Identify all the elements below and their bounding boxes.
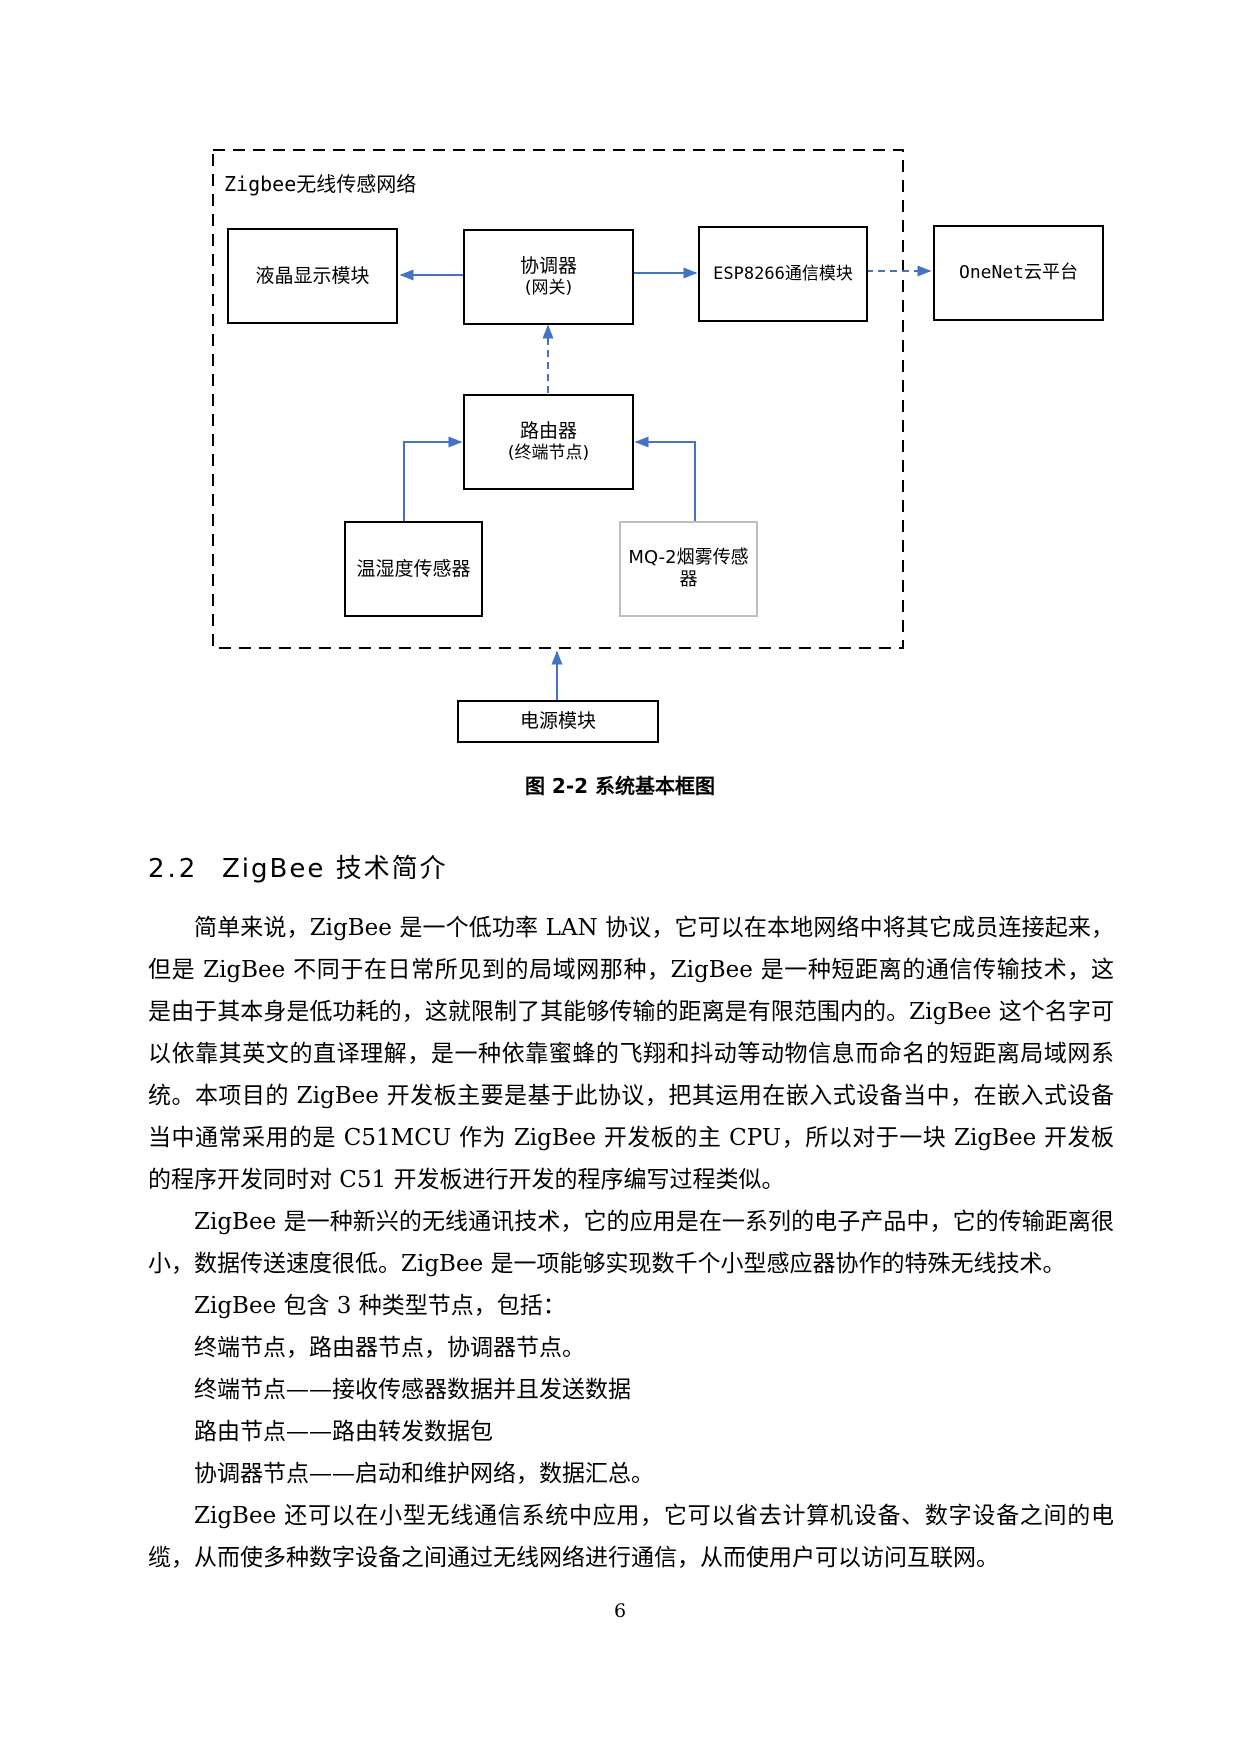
paragraph: 简单来说，ZigBee 是一个低功率 LAN 协议，它可以在本地网络中将其它成员… (148, 915, 1114, 1193)
lcd-display-module-label: 液晶显示模块 (255, 264, 370, 287)
section-title: ZigBee 技术简介 (222, 854, 448, 884)
end-node-label: (终端节点) (507, 443, 590, 464)
page-number: 6 (613, 1600, 627, 1622)
arrow-temp-to-router (403, 436, 463, 521)
section-number: 2.2 (148, 854, 199, 884)
paragraph: 终端节点，路由器节点，协调器节点。 (194, 1335, 585, 1361)
arrow-mq2-to-router (634, 436, 696, 521)
section-heading: 2.2 ZigBee 技术简介 (148, 848, 448, 885)
figure-caption: 图 2-2 系统基本框图 (524, 774, 716, 798)
coordinator-box: 协调器 (网关) (463, 229, 634, 325)
esp8266-module-label: ESP8266通信模块 (713, 263, 853, 284)
paragraph: 路由节点——路由转发数据包 (194, 1419, 493, 1445)
temp-humidity-sensor-box: 温湿度传感器 (344, 521, 483, 617)
onenet-cloud-box: OneNet云平台 (933, 225, 1104, 321)
paragraph: 协调器节点——启动和维护网络，数据汇总。 (194, 1461, 654, 1487)
coordinator-label: 协调器 (519, 255, 577, 278)
temp-humidity-sensor-label: 温湿度传感器 (356, 557, 471, 580)
router-label: 路由器 (519, 420, 577, 443)
power-module-box: 电源模块 (457, 700, 659, 743)
paragraph: 终端节点——接收传感器数据并且发送数据 (194, 1377, 631, 1403)
mq2-smoke-sensor-box: MQ-2烟雾传感器 (619, 521, 758, 617)
coordinator-label-wrap: 协调器 (网关) (520, 255, 577, 298)
paragraph: ZigBee 包含 3 种类型节点，包括： (194, 1293, 566, 1319)
system-block-diagram: Zigbee无线传感网络 液晶显示模块 协调器 (网关) ESP8266通信模块… (0, 0, 1240, 760)
network-group-label: Zigbee无线传感网络 (224, 172, 417, 196)
power-module-label: 电源模块 (519, 710, 596, 733)
onenet-cloud-label: OneNet云平台 (958, 262, 1079, 284)
body-text: 简单来说，ZigBee 是一个低功率 LAN 协议，它可以在本地网络中将其它成员… (148, 907, 1114, 1579)
router-label-wrap: 路由器 (终端节点) (508, 420, 589, 463)
paragraph: ZigBee 是一种新兴的无线通讯技术，它的应用是在一系列的电子产品中，它的传输… (148, 1209, 1114, 1277)
mq2-smoke-sensor-label: MQ-2烟雾传感器 (628, 547, 749, 590)
diagram-links (212, 149, 932, 700)
network-group-boundary (212, 149, 904, 649)
lcd-display-module-box: 液晶显示模块 (227, 228, 398, 324)
paragraph: ZigBee 还可以在小型无线通信系统中应用，它可以省去计算机设备、数字设备之间… (148, 1503, 1114, 1571)
gateway-label: (网关) (524, 278, 573, 299)
esp8266-module-box: ESP8266通信模块 (698, 226, 868, 322)
router-box: 路由器 (终端节点) (463, 394, 634, 490)
